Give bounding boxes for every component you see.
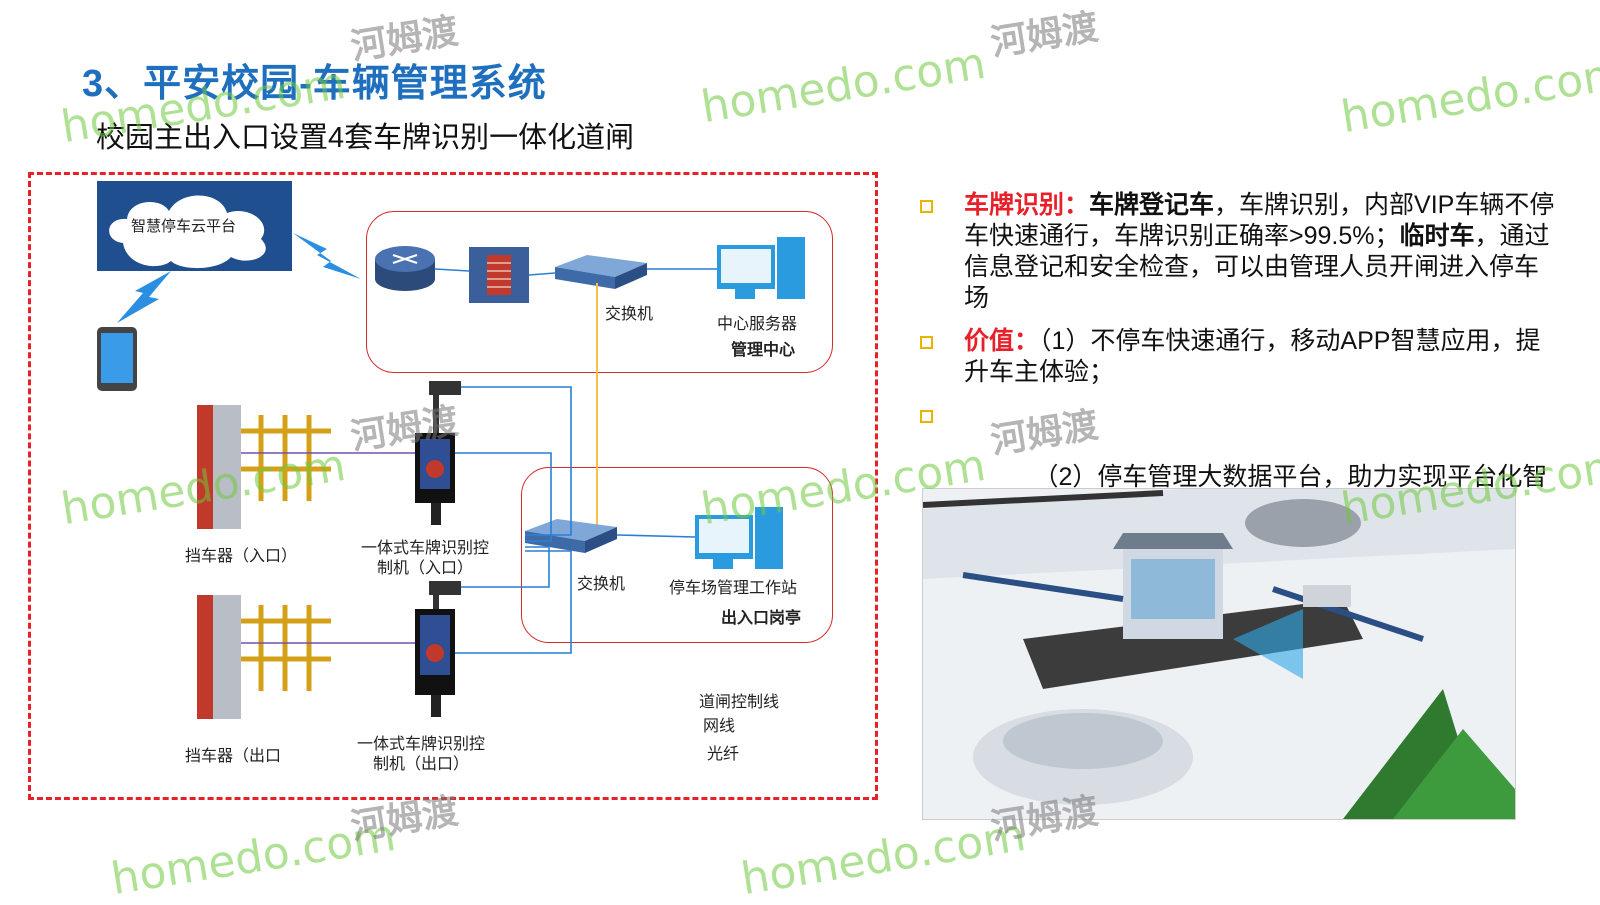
controller-entry-label: 一体式车牌识别控 制机（入口） — [361, 540, 490, 577]
booth-zone — [521, 467, 833, 643]
bullet-square-icon — [920, 200, 933, 213]
switch-bottom-label: 交换机 — [577, 576, 626, 593]
watermark-latin: homedo.com — [1337, 47, 1600, 144]
watermark-latin: homedo.com — [737, 809, 1030, 905]
legend-fiber: 光纤 — [707, 746, 740, 763]
bullet-text: ，通过信息登记和安全检查，可以由管理人员开闸进入停车场 — [964, 222, 1550, 312]
page-title: 3、平安校园-车辆管理系统 — [82, 63, 547, 105]
management-center-zone — [366, 211, 833, 373]
bullet-sep: ： — [1014, 327, 1040, 355]
watermark-latin: homedo.com — [697, 37, 990, 134]
cloud-platform-label: 智慧停车云平台 — [131, 219, 237, 235]
switch-top-label: 交换机 — [605, 306, 654, 323]
page-subtitle: 校园主出入口设置4套车牌识别一体化道闸 — [96, 122, 635, 154]
wireless-bolt-icon — [293, 233, 361, 279]
parking-gate-illustration — [922, 488, 1516, 820]
parking-scene-image — [923, 489, 1515, 819]
switch-top-icon — [555, 255, 647, 289]
network-diagram: 智慧停车云平台 交换机 中心服务器 管理中心 交换机 停车场管理工作站 出入口岗… — [28, 172, 878, 800]
watermark-latin: homedo.com — [107, 809, 400, 905]
bullet-value: 价值：（1）不停车快速通行，移动APP智慧应用，提升车主体验； — [920, 326, 1560, 388]
booth-label: 出入口岗亭 — [721, 610, 802, 627]
server-label: 中心服务器 — [717, 316, 798, 333]
barrier-entry-label: 挡车器（入口） — [185, 548, 298, 565]
barrier-exit-icon — [197, 595, 331, 719]
controller-exit-icon — [415, 581, 461, 717]
workstation-label: 停车场管理工作站 — [669, 580, 798, 597]
bullet-bold-text: 车牌登记车 — [1089, 191, 1215, 219]
diagram-graphics — [97, 181, 805, 719]
bullet-text: ，车牌识别，内部VIP车辆不停车快速通行，车牌识别正确率>99.5%； — [964, 191, 1555, 250]
wireless-bolt-icon — [117, 271, 171, 323]
server-icon — [717, 237, 805, 299]
bullet-head: 价值 — [964, 327, 1015, 355]
legend-control-line: 道闸控制线 — [699, 694, 780, 711]
bullet-sep: ： — [1064, 191, 1090, 219]
bullet-bold-text: 临时车 — [1399, 222, 1475, 250]
mgmt-center-label: 管理中心 — [731, 342, 796, 359]
bullet-square-icon — [920, 410, 933, 423]
watermark-cn: 河姆渡 — [987, 5, 1101, 64]
barrier-entry-icon — [197, 405, 331, 529]
bullet-square-icon — [920, 336, 933, 349]
bullet-text: （1）不停车快速通行，移动APP智慧应用，提升车主体验； — [964, 327, 1541, 386]
controller-entry-icon — [415, 381, 461, 525]
barrier-exit-label: 挡车器（出口 — [185, 748, 282, 765]
router-icon — [375, 246, 435, 291]
workstation-icon — [695, 507, 783, 569]
firewall-icon — [469, 247, 529, 303]
tablet-icon — [97, 327, 137, 391]
cloud-icon — [97, 181, 292, 271]
bullet-plate-recognition: 车牌识别：车牌登记车，车牌识别，内部VIP车辆不停车快速通行，车牌识别正确率>9… — [920, 190, 1560, 314]
controller-exit-label: 一体式车牌识别控 制机（出口） — [357, 736, 486, 773]
bullet-head: 车牌识别 — [964, 191, 1065, 219]
legend-network-line: 网线 — [703, 718, 736, 735]
